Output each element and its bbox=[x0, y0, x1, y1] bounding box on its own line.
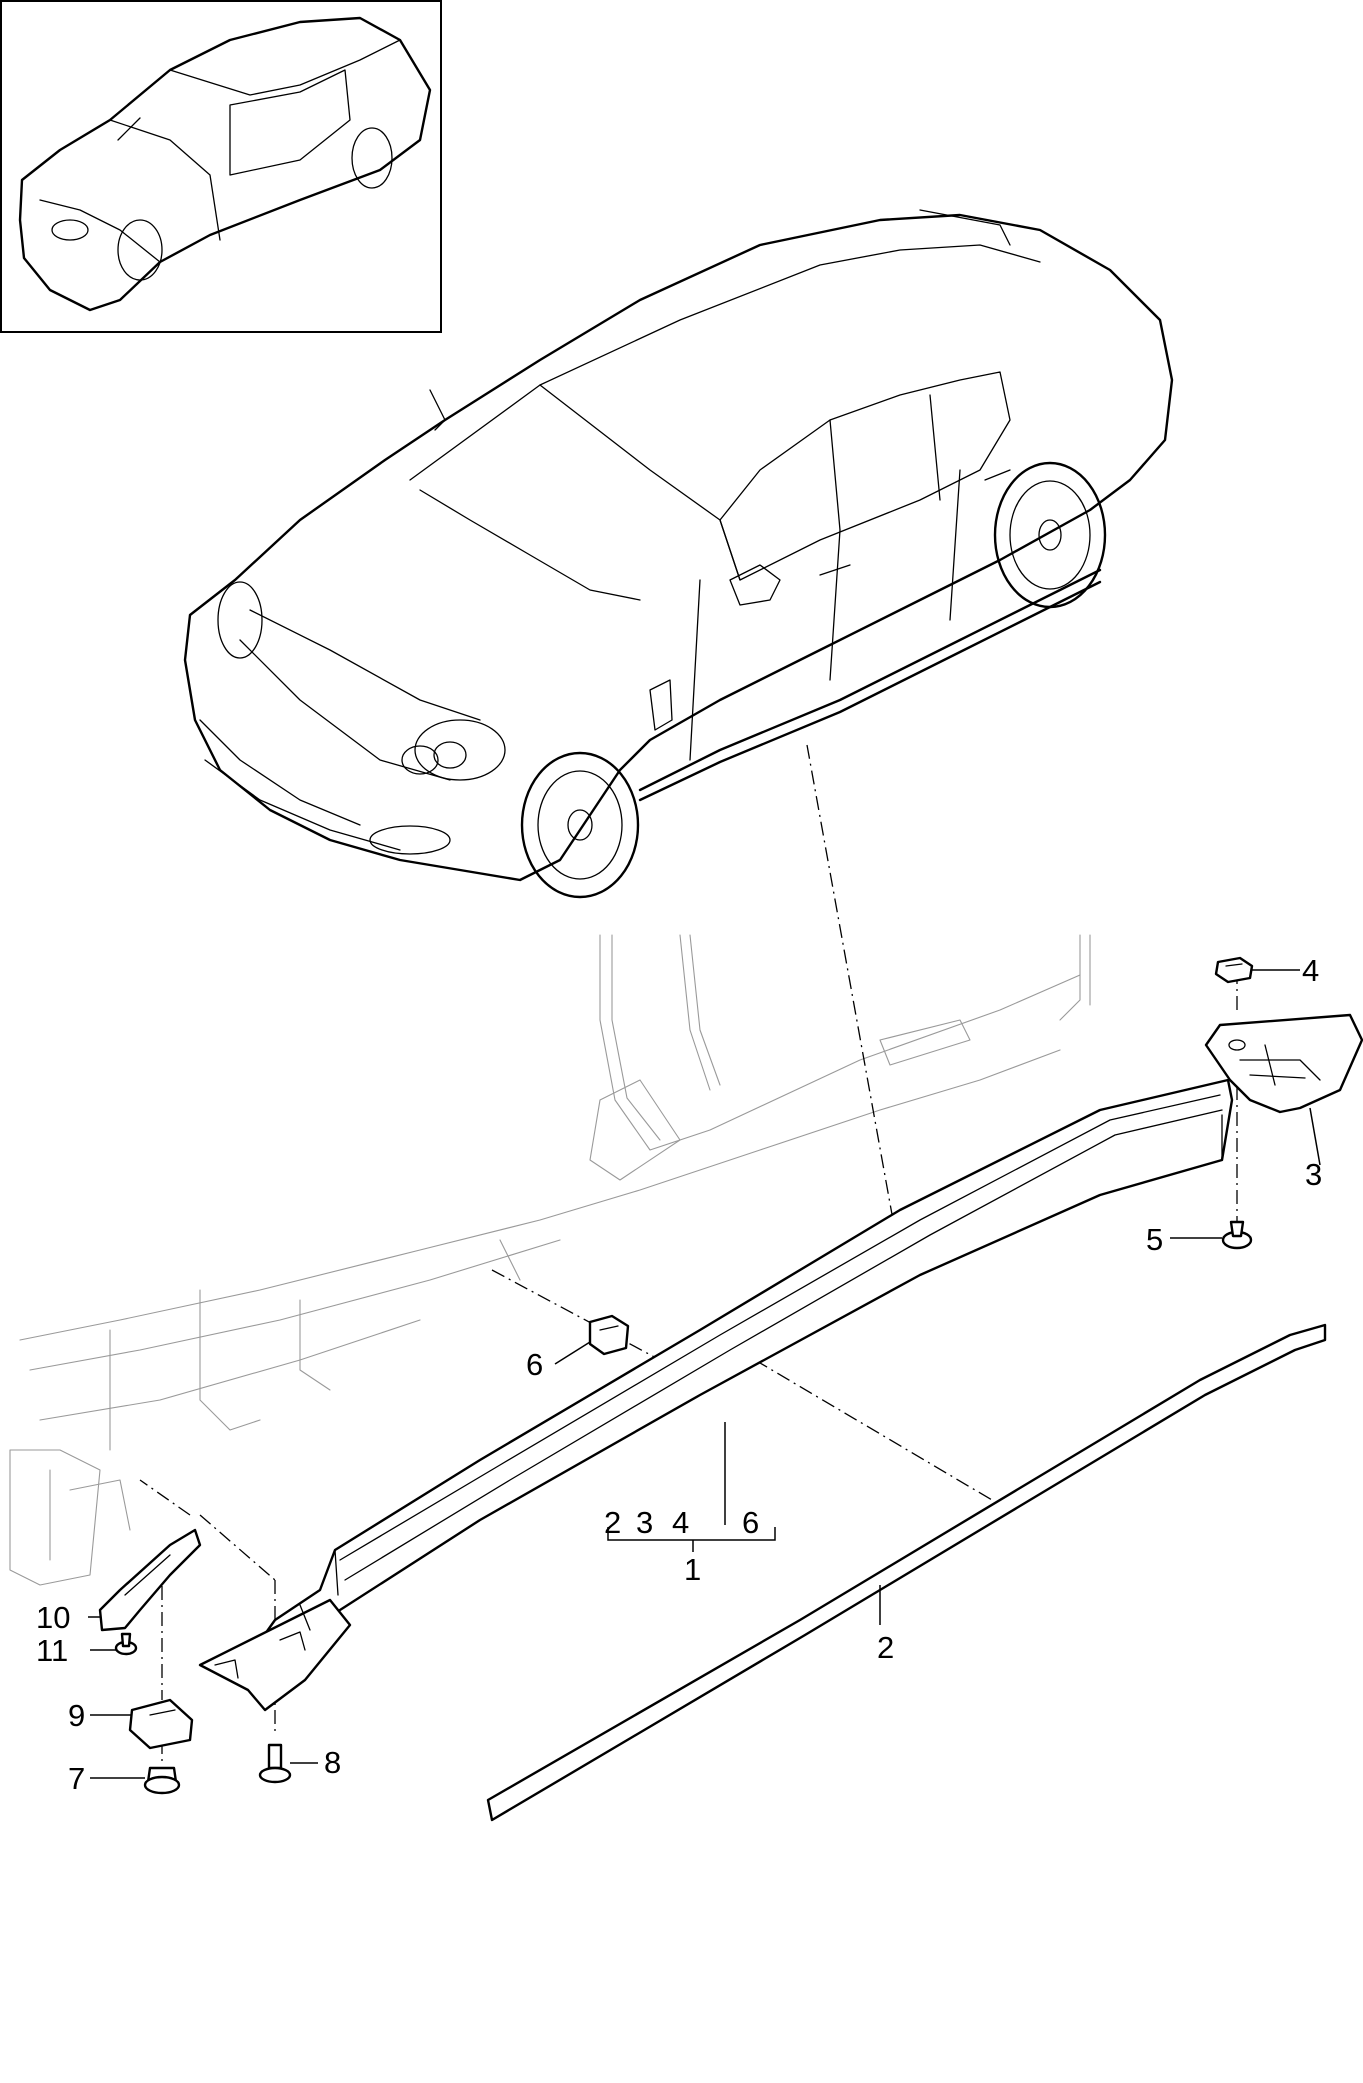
leader-lines bbox=[88, 969, 1321, 1779]
callout-6: 6 bbox=[526, 1347, 543, 1382]
assembly-line-car-to-sill bbox=[806, 744, 894, 1221]
part-9-retainer bbox=[128, 1698, 194, 1750]
part-6-clip bbox=[588, 1314, 630, 1356]
part-8-bolt bbox=[258, 1743, 292, 1784]
group-item-2: 2 bbox=[604, 1505, 621, 1540]
callout-2: 2 bbox=[877, 1630, 894, 1665]
part-5-screw bbox=[1221, 1220, 1253, 1250]
assembly-line-sill-to-trim bbox=[754, 1359, 993, 1501]
callout-7: 7 bbox=[68, 1761, 85, 1796]
callout-5: 5 bbox=[1146, 1222, 1163, 1257]
group-item-3: 3 bbox=[636, 1505, 653, 1540]
part-1-side-sill bbox=[198, 1078, 1234, 1712]
group-total-1: 1 bbox=[684, 1552, 701, 1587]
callout-11: 11 bbox=[36, 1633, 68, 1668]
callout-9: 9 bbox=[68, 1698, 85, 1733]
callout-4: 4 bbox=[1302, 953, 1319, 988]
assembly-line-bracket bbox=[199, 1514, 276, 1581]
assembly-line-clip-6 bbox=[491, 1269, 661, 1361]
part-3-rear-bracket bbox=[1204, 1013, 1363, 1114]
main-car-illustration bbox=[183, 209, 1174, 899]
inset-thumbnail bbox=[0, 0, 442, 333]
group-item-4: 4 bbox=[672, 1505, 689, 1540]
part-11-screw bbox=[114, 1632, 138, 1656]
callout-3: 3 bbox=[1305, 1157, 1322, 1192]
part-4-clip bbox=[1214, 956, 1254, 984]
body-shell-ghost bbox=[9, 934, 1091, 1586]
assembly-line-front bbox=[139, 1479, 191, 1516]
callout-10: 10 bbox=[36, 1600, 70, 1635]
callouts: 4 3 5 6 2 10 11 9 7 8 2 3 4 6 1 bbox=[36, 953, 1322, 1796]
inset-car-outline bbox=[18, 16, 432, 312]
part-7-nut bbox=[143, 1766, 181, 1795]
part-10-front-bracket bbox=[98, 1528, 202, 1632]
group-item-6: 6 bbox=[742, 1505, 759, 1540]
inset-frame bbox=[0, 0, 442, 333]
part-2-trim-strip bbox=[486, 1323, 1327, 1822]
callout-8: 8 bbox=[324, 1745, 341, 1780]
